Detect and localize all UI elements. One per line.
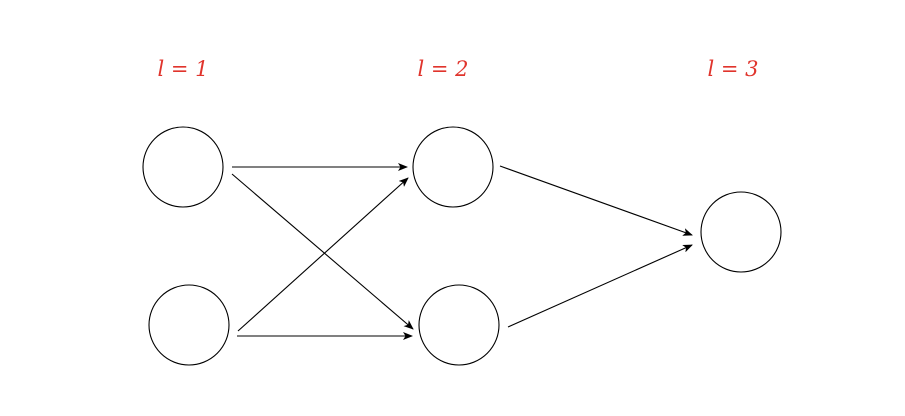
- node-n2a: [412, 126, 494, 208]
- edge-n1a-n2b: [231, 173, 414, 330]
- layer-label-l2: l = 2: [417, 57, 468, 81]
- node-n2b: [418, 284, 500, 366]
- layer-label-l3: l = 3: [707, 57, 758, 81]
- edges-group: [231, 163, 693, 340]
- edge-n2a-n3a: [499, 165, 693, 236]
- edge-n1b-n2a: [237, 177, 409, 332]
- layer-label-l1: l = 1: [157, 57, 208, 81]
- nodes-group: [142, 126, 782, 366]
- node-n3a: [700, 191, 782, 273]
- node-n1b: [148, 284, 230, 366]
- node-n1a: [142, 126, 224, 208]
- edge-n2b-n3a: [507, 244, 693, 328]
